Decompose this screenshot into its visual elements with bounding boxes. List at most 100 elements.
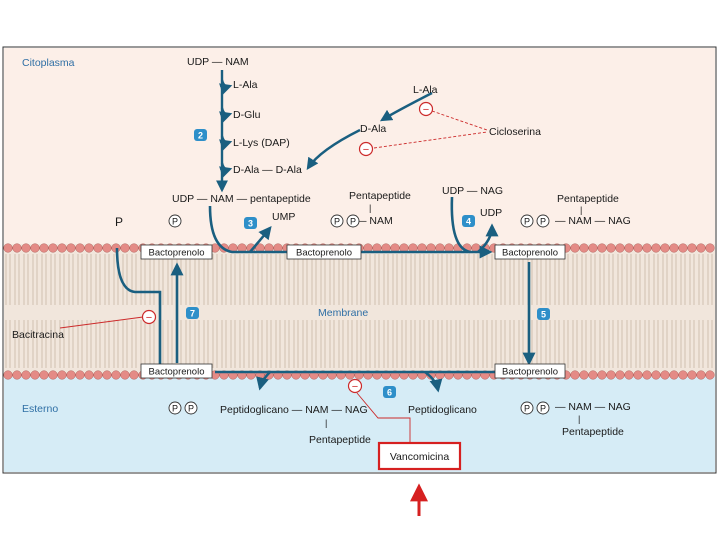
- bottom-pentapeptide-label: Pentapeptide: [309, 434, 371, 446]
- svg-text:2: 2: [198, 131, 203, 141]
- ump-label: UMP: [272, 211, 295, 223]
- svg-text:Bactoprenolo: Bactoprenolo: [502, 248, 558, 259]
- svg-text:−: −: [146, 312, 152, 324]
- peptidoglycan-nam-nag-label: Peptidoglicano — NAM — NAG: [220, 404, 368, 416]
- lipid-head: [31, 371, 40, 380]
- pentapeptide-bar-1: |: [369, 203, 371, 213]
- exterior-label: Esterno: [22, 403, 58, 415]
- lipid-head: [679, 371, 688, 380]
- svg-text:P: P: [524, 404, 530, 414]
- lipid-head: [67, 244, 76, 253]
- lipid-head: [688, 371, 697, 380]
- bottom-bar-2: |: [578, 414, 580, 424]
- svg-text:5: 5: [541, 310, 546, 320]
- lipid-head: [22, 244, 31, 253]
- phosphate-circle: P: [521, 215, 533, 227]
- lipid-head: [76, 244, 85, 253]
- membrane-label: Membrane: [318, 307, 368, 319]
- lipid-head: [40, 371, 49, 380]
- lipid-head: [607, 371, 616, 380]
- bottom-pentapeptide-label-2: Pentapeptide: [562, 426, 624, 438]
- lipid-head: [103, 371, 112, 380]
- lipid-head: [598, 371, 607, 380]
- lipid-head: [58, 371, 67, 380]
- lipid-head: [625, 371, 634, 380]
- lipid-i-nam-label: — NAM: [356, 215, 393, 227]
- svg-text:P: P: [334, 217, 340, 227]
- vancomycin-minus: −: [349, 380, 362, 394]
- lipid-head: [706, 371, 715, 380]
- bottom-bar-1: |: [325, 418, 327, 428]
- chain-l-lys-label: L-Lys (DAP): [233, 137, 290, 149]
- bottom-nam-nag-label: — NAM — NAG: [555, 401, 631, 413]
- svg-text:P: P: [524, 217, 530, 227]
- lipid-head: [76, 371, 85, 380]
- lipid-head: [643, 244, 652, 253]
- racemase-l-ala-label: L-Ala: [413, 84, 438, 96]
- svg-text:−: −: [423, 104, 429, 116]
- lipid-head: [634, 371, 643, 380]
- svg-text:Bactoprenolo: Bactoprenolo: [149, 367, 205, 378]
- lipid-head: [94, 371, 103, 380]
- udp-nam-pentapeptide-label: UDP — NAM — pentapeptide: [172, 193, 311, 205]
- svg-text:Bactoprenolo: Bactoprenolo: [296, 248, 352, 259]
- lipid-head: [697, 244, 706, 253]
- cycloserine-minus-2: −: [360, 143, 373, 157]
- lipid-head: [616, 371, 625, 380]
- svg-text:P: P: [540, 404, 546, 414]
- bacitracin-minus: −: [143, 311, 156, 325]
- peptidoglycan-label: Peptidoglicano: [408, 404, 477, 416]
- carrier-box-5: Bactoprenolo: [495, 364, 565, 378]
- phosphate-circle: P: [331, 215, 343, 227]
- carrier-box-2: Bactoprenolo: [287, 245, 361, 259]
- lipid-head: [580, 244, 589, 253]
- lipid-head: [49, 244, 58, 253]
- svg-text:P: P: [350, 217, 356, 227]
- svg-text:Vancomicina: Vancomicina: [390, 451, 449, 463]
- lipid-head: [652, 371, 661, 380]
- lipid-head: [607, 244, 616, 253]
- lipid-head: [94, 244, 103, 253]
- udp-label: UDP: [480, 207, 502, 219]
- lipid-head: [643, 371, 652, 380]
- chain-d-ala-d-ala-label: D-Ala — D-Ala: [233, 164, 302, 176]
- lipid-head: [706, 244, 715, 253]
- svg-text:7: 7: [190, 309, 195, 319]
- phosphate-circle: P: [537, 402, 549, 414]
- svg-text:P: P: [188, 404, 194, 414]
- lipid-head: [121, 371, 130, 380]
- lipid-head: [58, 244, 67, 253]
- svg-text:P: P: [172, 404, 178, 414]
- step-7-badge: 7: [186, 307, 199, 319]
- carrier-box-3: Bactoprenolo: [495, 245, 565, 259]
- udp-nag-label: UDP — NAG: [442, 185, 503, 197]
- racemase-d-ala-label: D-Ala: [360, 123, 386, 135]
- lipid-head: [589, 244, 598, 253]
- phosphate-circle: P: [537, 215, 549, 227]
- carrier-box-1: Bactoprenolo: [141, 245, 212, 259]
- lipid-head: [580, 371, 589, 380]
- udp-nam-label: UDP — NAM: [187, 56, 249, 68]
- svg-text:Bactoprenolo: Bactoprenolo: [149, 248, 205, 259]
- lipid-head: [67, 371, 76, 380]
- svg-text:−: −: [363, 144, 369, 156]
- lipid-head: [31, 244, 40, 253]
- lipid-head: [85, 371, 94, 380]
- lipid-head: [670, 371, 679, 380]
- cycloserine-minus-1: −: [420, 103, 433, 117]
- lipid-head: [697, 371, 706, 380]
- lipid-head: [634, 244, 643, 253]
- step-6-badge: 6: [383, 386, 396, 398]
- chain-l-ala-label: L-Ala: [233, 79, 258, 91]
- step-4-badge: 4: [462, 215, 475, 227]
- lipid-ii-nam-nag-label: — NAM — NAG: [555, 215, 631, 227]
- svg-text:P: P: [540, 217, 546, 227]
- step-3-badge: 3: [244, 217, 257, 229]
- lipid-head: [661, 371, 670, 380]
- pentapeptide-bar-2: |: [580, 205, 582, 215]
- lipid-head: [22, 371, 31, 380]
- phosphate-circle: P: [521, 402, 533, 414]
- step-2-badge: 2: [194, 129, 207, 141]
- lipid-head: [652, 244, 661, 253]
